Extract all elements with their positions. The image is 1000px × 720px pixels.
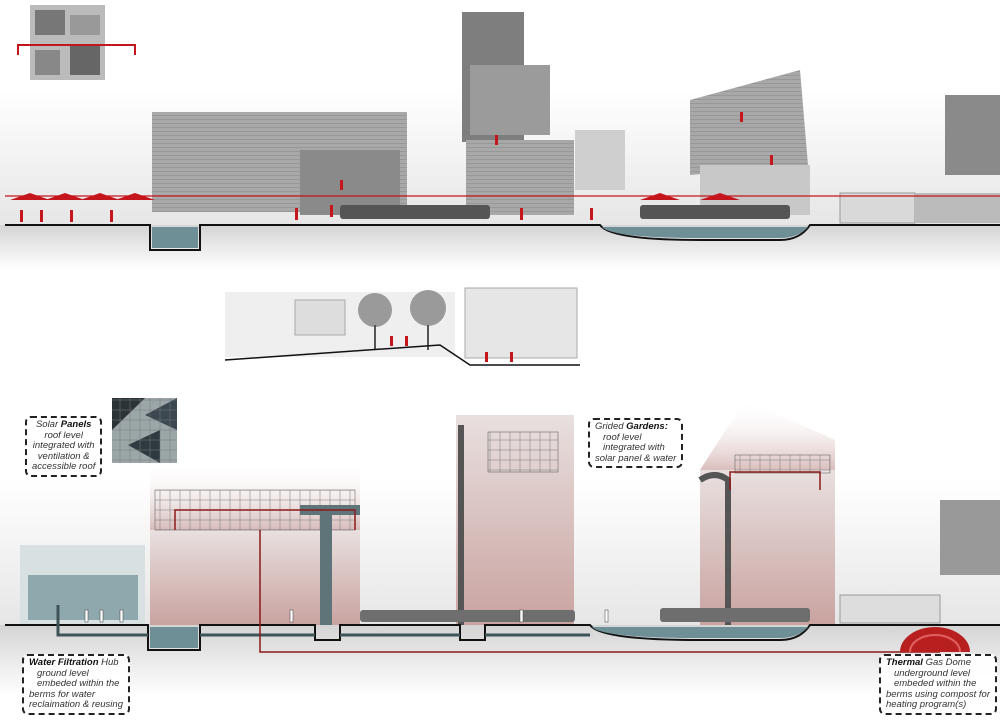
water-channel — [602, 227, 808, 238]
bottom-section — [0, 398, 1000, 695]
annotation-water-filtration: Water Filtration Hub ground level embede… — [22, 654, 130, 715]
key-map — [17, 5, 136, 80]
top-section — [0, 5, 1000, 270]
building-right — [690, 70, 808, 175]
annotation-solar-panels: Solar Panels roof level integrated with … — [25, 416, 103, 477]
building-left-facade — [300, 150, 400, 215]
thermal-gas-dome — [900, 627, 970, 652]
water-channel — [592, 627, 808, 638]
solar-panel-matrix — [112, 398, 177, 463]
building-right — [700, 470, 835, 625]
annotation-thermal-gas-dome: Thermal Gas Dome underground level embed… — [878, 654, 997, 715]
thermal-pipes — [259, 530, 940, 653]
water-pipes — [56, 605, 590, 637]
middle-section — [224, 287, 580, 366]
tram-1 — [360, 610, 575, 622]
tram-1 — [340, 205, 490, 219]
tram-2 — [640, 205, 790, 219]
tram-2 — [660, 608, 810, 622]
water-basin — [150, 627, 198, 648]
water-basin — [152, 227, 198, 248]
people-red — [20, 112, 773, 222]
annotation-grided-gardens: Grided Gardens: roof level integrated wi… — [588, 418, 684, 468]
